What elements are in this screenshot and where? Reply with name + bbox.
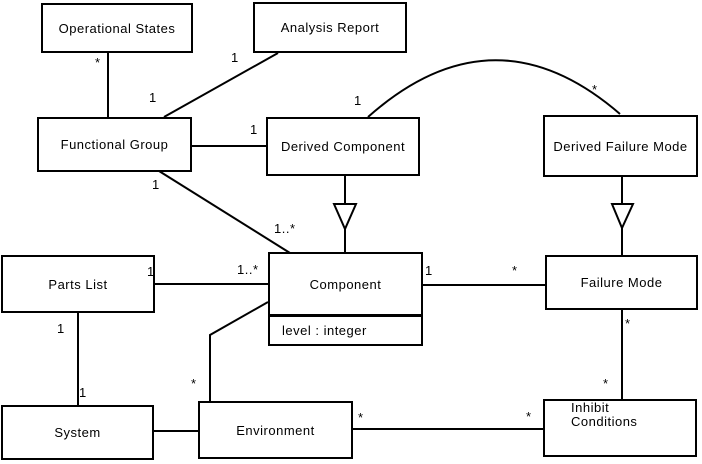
mult-label-failure-mode-inhibit-end: * xyxy=(625,316,631,331)
class-attribute-compartment: level : integer xyxy=(270,317,421,344)
mult-label-operational-states-end: * xyxy=(95,55,101,70)
mult-label-derived-component-fg-end: 1 xyxy=(250,122,258,137)
mult-label-inhibit-environment-end: * xyxy=(526,409,532,424)
edge-derived-component-derived-failure-mode-arc xyxy=(367,59,621,118)
class-name-label: Parts List xyxy=(48,276,108,292)
mult-label-derived-component-arc-end: 1 xyxy=(354,93,362,108)
class-attribute-label: level : integer xyxy=(282,323,367,338)
class-box-derived-component[interactable]: Derived Component xyxy=(266,117,420,176)
class-title-compartment: Component xyxy=(270,254,421,317)
mult-label-environment-component-end: * xyxy=(191,376,197,391)
mult-label-component-fg-end: 1..* xyxy=(274,221,296,236)
class-box-operational-states[interactable]: Operational States xyxy=(41,3,193,53)
class-name-label: System xyxy=(54,425,101,440)
generalization-triangle-component xyxy=(332,203,358,232)
class-name-label: Component xyxy=(309,276,382,292)
mult-label-parts-list-system-end: 1 xyxy=(57,321,65,336)
class-name-label: Derived Component xyxy=(280,139,406,154)
mult-label-analysis-report-end: 1 xyxy=(231,50,239,65)
class-name-label: Derived Failure Mode xyxy=(553,138,688,154)
edge-functional-group-component xyxy=(158,170,291,254)
class-box-failure-mode[interactable]: Failure Mode xyxy=(545,255,698,310)
class-name-label: Environment xyxy=(236,422,315,438)
class-box-system[interactable]: System xyxy=(1,405,154,460)
mult-label-parts-list-component-end: 1 xyxy=(147,264,155,279)
class-name-label: Failure Mode xyxy=(580,275,663,290)
edge-component-environment xyxy=(209,301,269,401)
generalization-triangle-failure-mode xyxy=(610,203,635,231)
mult-label-functional-group-analysis-report-end: 1 xyxy=(149,90,157,105)
mult-label-component-failure-mode-end: 1 xyxy=(425,263,433,278)
class-name-label: Inhibit Conditions xyxy=(571,400,638,429)
mult-label-system-parts-list-end: 1 xyxy=(79,385,87,400)
mult-label-inhibit-failure-mode-end: * xyxy=(603,376,609,391)
mult-label-environment-inhibit-end: * xyxy=(358,410,364,425)
class-name-label: Operational States xyxy=(58,20,176,36)
class-box-analysis-report[interactable]: Analysis Report xyxy=(253,2,407,53)
class-box-parts-list[interactable]: Parts List xyxy=(1,255,155,313)
class-box-environment[interactable]: Environment xyxy=(198,401,353,459)
class-name-label: Functional Group xyxy=(60,137,169,152)
class-box-component[interactable]: Component level : integer xyxy=(268,252,423,346)
edge-analysis-report-functional-group xyxy=(163,52,279,118)
class-box-derived-failure-mode[interactable]: Derived Failure Mode xyxy=(543,115,698,177)
mult-label-derived-failure-mode-arc-end: * xyxy=(592,82,598,97)
class-name-label: Analysis Report xyxy=(280,20,380,35)
class-box-inhibit-conditions[interactable]: Inhibit Conditions xyxy=(543,399,697,457)
mult-label-failure-mode-component-end: * xyxy=(512,263,518,278)
class-box-functional-group[interactable]: Functional Group xyxy=(37,117,192,172)
mult-label-functional-group-component-end: 1 xyxy=(152,177,160,192)
mult-label-component-parts-list-end: 1..* xyxy=(237,262,259,277)
